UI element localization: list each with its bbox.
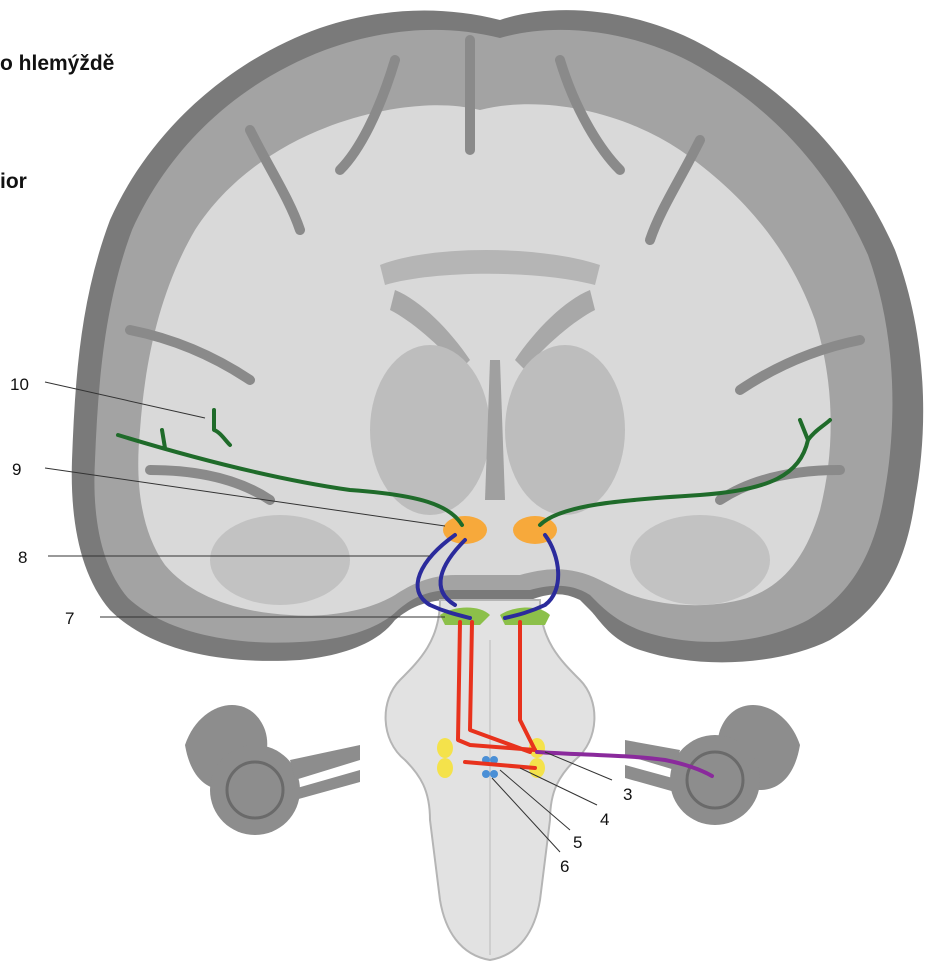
left-basal-ganglia (370, 345, 490, 515)
left-cochlear-nucleus-ventral (437, 758, 453, 778)
label-3: 3 (623, 785, 632, 804)
label-6: 6 (560, 857, 569, 876)
left-cochlear-nucleus-dorsal (437, 738, 453, 758)
label-7: 7 (65, 609, 74, 628)
right-basal-ganglia (505, 345, 625, 515)
left-temporal-lobe (210, 515, 350, 605)
label-10: 10 (10, 375, 29, 394)
label-5: 5 (573, 833, 582, 852)
label-4: 4 (600, 810, 609, 829)
label-9: 9 (12, 460, 21, 479)
label-8: 8 (18, 548, 27, 567)
right-temporal-lobe (630, 515, 770, 605)
